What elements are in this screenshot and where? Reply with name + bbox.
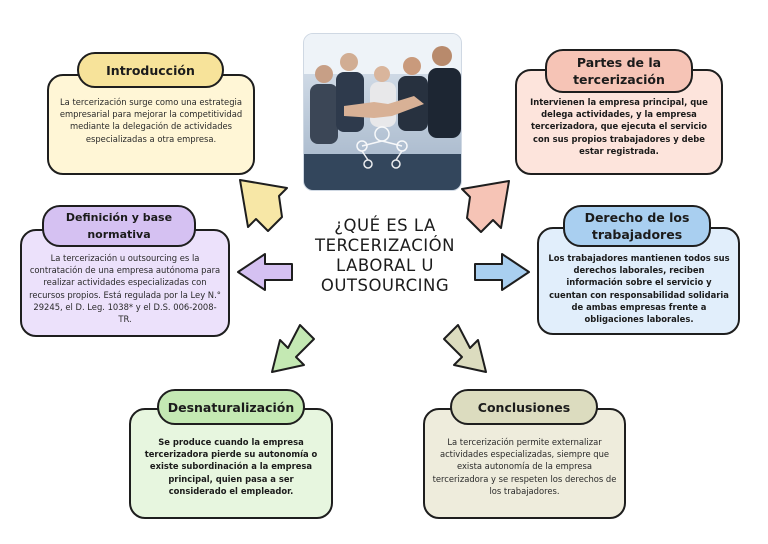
definicion-text: La tercerización u outsourcing es la con… <box>29 253 221 325</box>
definicion-heading: Definición y base normativa <box>42 205 196 247</box>
arrow-left-icon <box>237 253 293 291</box>
conclusiones-card <box>423 408 626 519</box>
partes-text: Intervienen la empresa principal, que de… <box>530 97 708 156</box>
derecho-text: Los trabajadores mantienen todos sus der… <box>548 253 730 325</box>
conclusiones-heading: Conclusiones <box>450 389 598 425</box>
desnaturalizacion-text: Se produce cuando la empresa tercerizado… <box>144 437 318 496</box>
intro-card <box>47 74 255 175</box>
conclusiones-text: La tercerización permite externalizar ac… <box>432 437 617 496</box>
arrow-up-right-icon <box>461 180 510 233</box>
arrow-down-right-icon <box>443 324 487 373</box>
handshake-photo <box>303 33 462 191</box>
arrow-down-left-icon <box>271 324 315 373</box>
definicion-card <box>20 229 230 337</box>
center-title: ¿QUÉ ES LA TERCERIZACIÓN LABORAL U OUTSO… <box>315 216 455 295</box>
derecho-heading: Derecho de los trabajadores <box>563 205 711 247</box>
intro-text: La tercerización surge como una estrateg… <box>59 97 243 144</box>
intro-heading: Introducción <box>77 52 224 88</box>
arrow-up-left-icon <box>239 179 288 232</box>
arrow-right-icon <box>474 253 530 291</box>
partes-heading: Partes de la tercerización <box>545 49 693 93</box>
desnaturalizacion-heading: Desnaturalización <box>157 389 305 425</box>
